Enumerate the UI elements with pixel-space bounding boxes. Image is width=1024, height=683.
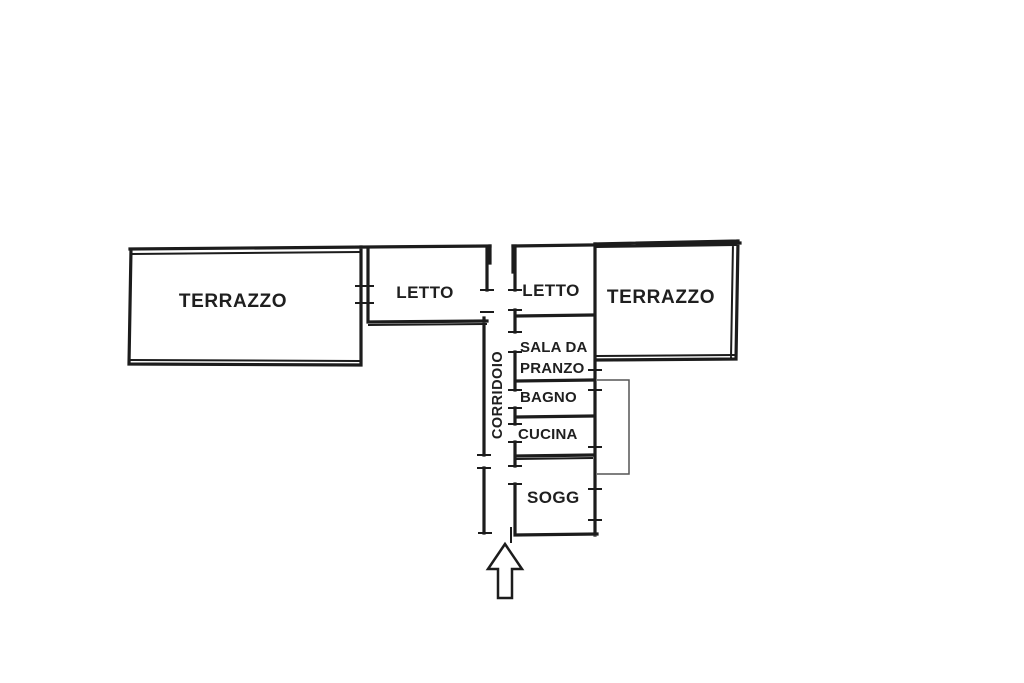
room-label-sala-da-pranzo-line1: SALA DA [520, 339, 588, 356]
door-jamb-ticks [477, 289, 522, 543]
room-label-bagno: BAGNO [520, 389, 577, 406]
balcony-outline [597, 379, 630, 475]
outer-walls [127, 239, 742, 367]
room-label-terrazzo-right: TERRAZZO [607, 287, 715, 308]
room-label-sogg: SOGG [527, 488, 580, 507]
room-label-letto-left: LETTO [396, 283, 453, 302]
room-label-sala-da-pranzo-line2: PRANZO [520, 360, 585, 377]
room-label-letto-right: LETTO [522, 281, 579, 300]
room-label-terrazzo-left: TERRAZZO [179, 291, 287, 312]
entrance-arrow [485, 541, 525, 600]
room-label-cucina: CUCINA [518, 426, 578, 443]
walls-group [127, 239, 742, 543]
room-labels-group: TERRAZZO LETTO LETTO TERRAZZO CORRIDOIO … [179, 281, 715, 507]
window-ticks [355, 285, 602, 521]
wall-overdraw [129, 241, 738, 461]
room-label-corridoio: CORRIDOIO [490, 351, 506, 439]
